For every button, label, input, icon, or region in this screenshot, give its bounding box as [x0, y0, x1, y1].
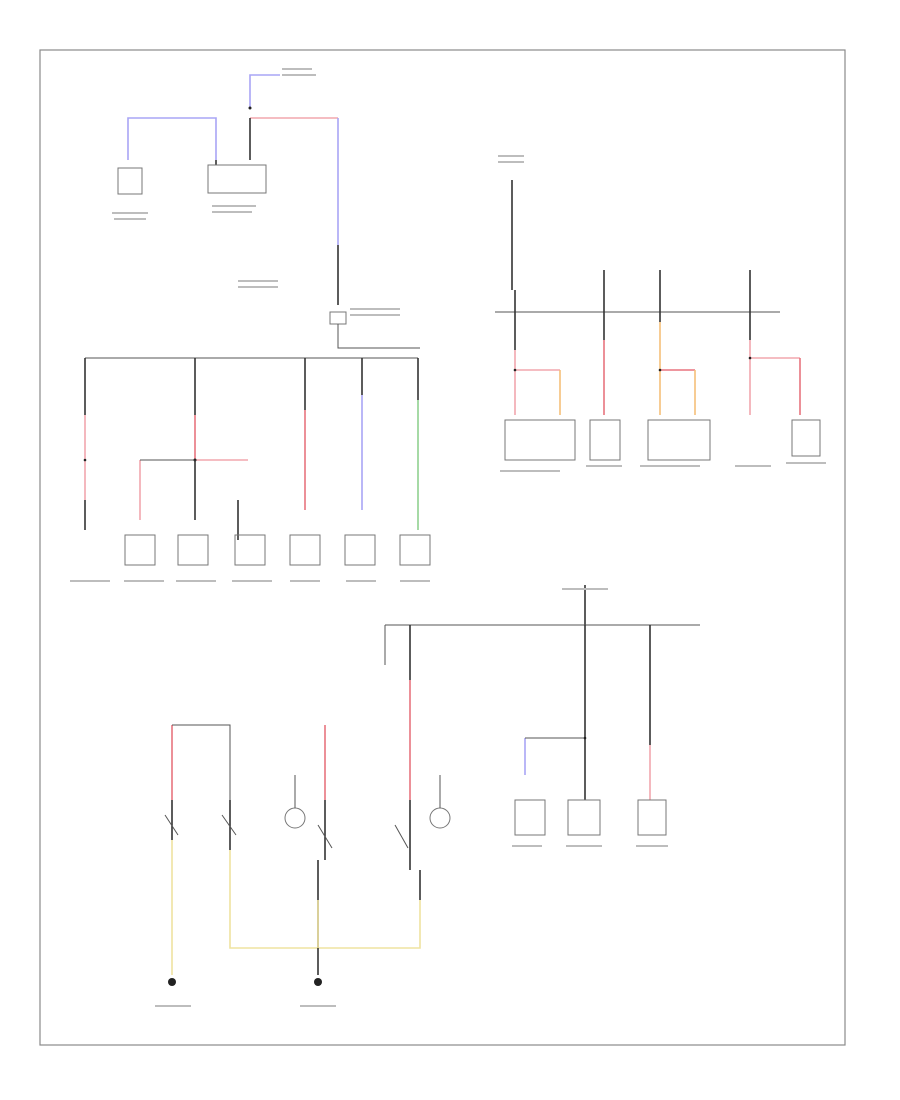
connector-4	[289, 534, 321, 566]
component-box-8	[567, 799, 601, 836]
ground-1	[168, 978, 176, 986]
wire-violet-top	[249, 74, 280, 108]
right-fuse-bus-group	[495, 180, 821, 461]
label-hints	[70, 68, 826, 1007]
component-box-6	[791, 419, 821, 457]
left-fuse-bus-group	[83, 324, 431, 566]
lamp-1	[284, 807, 306, 829]
component-box-4	[589, 419, 621, 461]
component-box-3	[504, 419, 576, 461]
connector-3	[234, 534, 266, 566]
connector-5	[344, 534, 376, 566]
lamp-2	[429, 807, 451, 829]
connector-2	[177, 534, 209, 566]
connector-1	[124, 534, 156, 566]
ignition-feed-group	[117, 74, 347, 325]
diagram-frame	[39, 49, 846, 1046]
relay-box	[329, 311, 347, 325]
component-box-2	[207, 164, 267, 194]
wire-violet-branch	[127, 117, 217, 160]
lower-right-bus-group	[384, 585, 700, 836]
connector-6	[399, 534, 431, 566]
component-box-9	[637, 799, 667, 836]
component-box-7	[514, 799, 546, 836]
bottom-switch-group	[164, 724, 451, 986]
component-box-5	[647, 419, 711, 461]
component-box-1	[117, 167, 143, 195]
ground-2	[314, 978, 322, 986]
